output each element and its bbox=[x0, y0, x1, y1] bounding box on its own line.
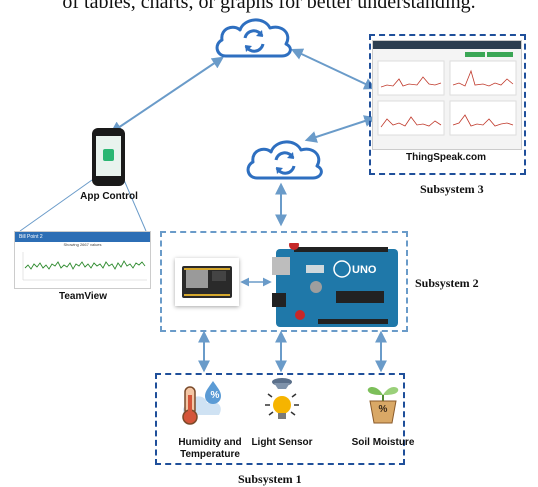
arduino-uno-icon: UNO bbox=[272, 243, 398, 327]
arrow-cloud2-thingspeak bbox=[304, 115, 377, 143]
humidity-label-line1: Humidity and bbox=[178, 437, 242, 448]
humidity-label-line2: Temperature bbox=[180, 449, 240, 460]
arrow-cloud-thingspeak bbox=[290, 48, 377, 90]
cloud-sync-icon bbox=[215, 18, 292, 58]
thingspeak-navbar bbox=[373, 41, 521, 49]
teamview-titlebar: Bill Point 2 bbox=[15, 232, 150, 242]
subsystem-3-box bbox=[369, 34, 526, 175]
subsystem-1-label: Subsystem 1 bbox=[238, 472, 302, 486]
app-button-icon bbox=[103, 149, 114, 161]
soil-moisture-label: Soil Moisture bbox=[351, 437, 415, 448]
app-control-label: App Control bbox=[80, 191, 138, 202]
line-phone-teamview-left bbox=[19, 179, 93, 232]
line-phone-teamview-right bbox=[123, 179, 147, 232]
svg-text:UNO: UNO bbox=[352, 264, 377, 276]
teamview-label: TeamView bbox=[59, 291, 107, 302]
arrow-cloud-phone bbox=[110, 56, 224, 134]
esp8266-board-card bbox=[175, 258, 239, 306]
subsystem-1-box bbox=[155, 373, 405, 465]
smartphone-icon bbox=[92, 128, 125, 186]
phone-screen bbox=[96, 136, 121, 176]
thingspeak-screenshot bbox=[372, 40, 522, 150]
thingspeak-label: ThingSpeak.com bbox=[405, 152, 486, 163]
subsystem-2-box bbox=[160, 231, 408, 332]
esp8266-board-icon bbox=[182, 266, 232, 298]
soil-percent-badge: % bbox=[378, 404, 388, 415]
teamview-screenshot: Bill Point 2 Showing 2667 values bbox=[14, 231, 151, 289]
thermometer-humidity-icon bbox=[182, 381, 221, 425]
teamview-line-chart bbox=[22, 252, 147, 281]
thingspeak-charts bbox=[377, 52, 517, 136]
plant-pot-icon bbox=[367, 387, 399, 424]
subsystem-3-label: Subsystem 3 bbox=[420, 182, 484, 196]
light-bulb-icon bbox=[265, 378, 299, 419]
subsystem-2-label: Subsystem 2 bbox=[415, 276, 479, 290]
light-sensor-label: Light Sensor bbox=[251, 437, 313, 448]
cloud-sync-icon-2 bbox=[246, 140, 323, 180]
teamview-subtitle: Showing 2667 values bbox=[63, 242, 102, 247]
top-caption-text: of tables, charts, or graphs for better … bbox=[62, 0, 476, 13]
humidity-percent-badge: % bbox=[210, 390, 220, 401]
